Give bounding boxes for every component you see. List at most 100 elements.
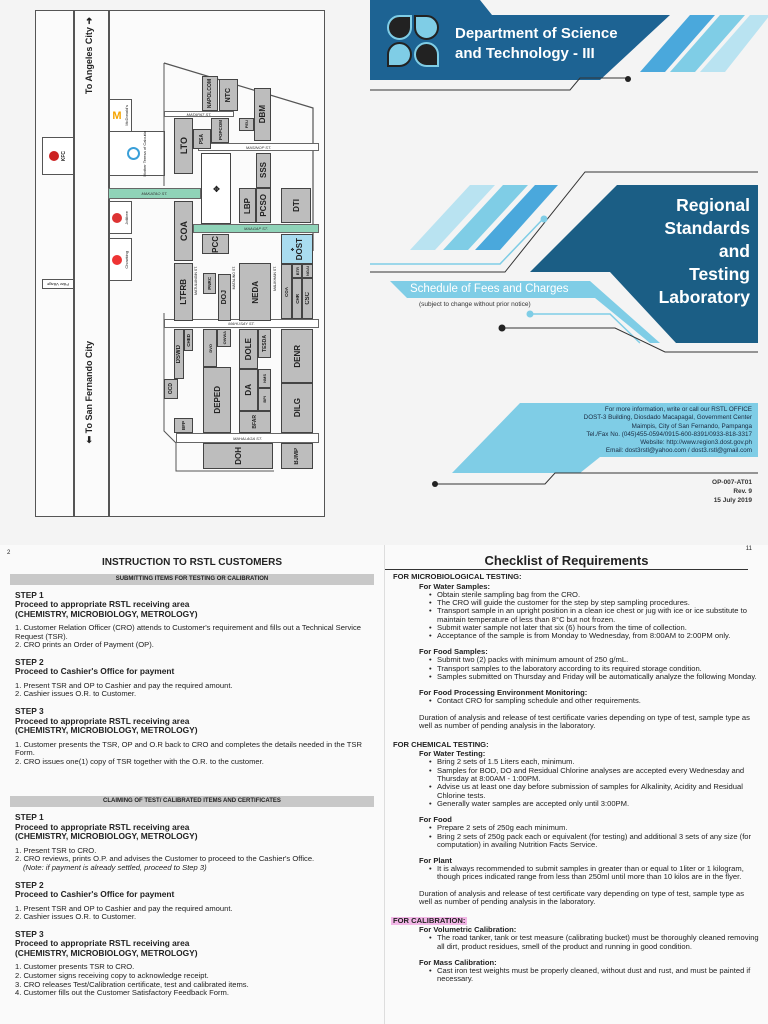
step-subtitle: (CHEMISTRY, MICROBIOLOGY, METROLOGY)	[15, 947, 198, 958]
section-note: Duration of analysis and release of test…	[419, 888, 745, 907]
subsection-title: For Food Processing Environment Monitori…	[419, 688, 588, 698]
step-title: Proceed to appropriate RSTL receiving ar…	[15, 821, 190, 832]
building-bfar: BFAR	[239, 411, 271, 433]
section-heading: SUBMITTING ITEMS FOR TESTING OR CALIBRAT…	[10, 573, 374, 585]
landmark-kfc: KFC	[42, 137, 74, 175]
section-heading: FOR CALIBRATION:	[391, 915, 468, 926]
bullet-list: Submit two (2) packs with minimum amount…	[429, 656, 768, 682]
building-lto: LTO	[174, 118, 193, 174]
step-items: 1. Present TSR to CRO.2. CRO reviews, pr…	[15, 845, 369, 873]
church-logo-icon	[127, 147, 140, 160]
building-tesda: TESDA	[258, 329, 271, 358]
bullet-item: Transport samples to the laboratory acco…	[429, 664, 768, 673]
building-bfp: BFP	[174, 418, 193, 433]
bullet-item: Advise us at least one day before submis…	[429, 783, 768, 800]
step-number: STEP 1	[15, 589, 44, 600]
building-dbm: DBM	[254, 88, 271, 141]
bullet-item: Samples for BOD, DO and Residual Chlorin…	[429, 766, 768, 784]
building-napolcom: NAPOLCOM	[202, 76, 218, 111]
building-dswd: DSWD	[174, 329, 184, 379]
mcdonalds-logo-icon: M	[112, 109, 122, 122]
step-item: 2. CRO issues one(1) copy of TSR togethe…	[15, 756, 264, 766]
step-title: Proceed to appropriate RSTL receiving ar…	[15, 938, 190, 949]
building-owwa: OWWA	[217, 329, 231, 347]
building-psa: PSA	[193, 129, 211, 149]
step-note: (Note: if payment is already settled, pr…	[23, 863, 207, 873]
subsection-title: For Plant	[419, 856, 452, 866]
step-number: STEP 3	[15, 928, 44, 939]
street-mahalaga: MAHALAGA ST.	[176, 433, 319, 443]
step-item: 3. CRO releases Test/Calibration certifi…	[15, 979, 249, 989]
bullet-item: Prepare 2 sets of 250g each minimum.	[429, 823, 768, 832]
step-item: 1. Present TSR and OP to Cashier and pay…	[15, 680, 233, 690]
building-peu: PEU	[239, 118, 254, 131]
step-subtitle: (CHEMISTRY, MICROBIOLOGY, METROLOGY)	[15, 725, 198, 736]
step-item: 2. Customer signs receiving copy to ackn…	[15, 970, 209, 980]
building-dole: DOLE	[239, 329, 258, 369]
bullet-list: The road tanker, tank or test measure (c…	[429, 934, 768, 951]
bullet-list: Prepare 2 sets of 250g each minimum.Brin…	[429, 823, 768, 849]
bullet-list: Contact CRO for sampling schedule and ot…	[429, 697, 768, 706]
step-items: 1. Customer presents TSR to CRO.2. Custo…	[15, 963, 369, 997]
building-popcom: POPCOM	[211, 118, 229, 143]
building-nms: NMS	[258, 369, 271, 388]
contact-info: For more information, write or call our …	[583, 406, 752, 455]
street-malikhain: MALIKHAIN ST.	[273, 266, 277, 291]
street-masinop: MASINOP ST.	[198, 143, 319, 151]
step-title: Proceed to appropriate RSTL receiving ar…	[15, 715, 190, 726]
building-pcc: PCC	[202, 234, 229, 254]
instruction-page: 2 INSTRUCTION TO RSTL CUSTOMERS SUBMITTI…	[0, 545, 384, 1024]
building-ocd: OCD	[164, 379, 178, 399]
bullet-item: Cast iron test weights must be properly …	[429, 967, 768, 984]
building-pcso: PCSO	[256, 188, 271, 223]
building-dost: ✤DOST	[281, 234, 313, 264]
step-title: Proceed to appropriate RSTL receiving ar…	[15, 599, 190, 610]
bullet-list: Obtain sterile sampling bag from the CRO…	[429, 590, 768, 641]
bullet-item: Acceptance of the sample is from Monday …	[429, 631, 768, 640]
building-ched: CHED	[184, 329, 193, 351]
page-number: 2	[7, 550, 11, 556]
plaza-park: ✥	[201, 153, 231, 224]
subsection-title: For Water Testing:	[419, 749, 486, 759]
step-item: 4. Customer fills out the Customer Satis…	[15, 988, 229, 998]
page-title: INSTRUCTION TO RSTL CUSTOMERS	[101, 557, 282, 568]
bullet-item: The road tanker, tank or test measure (c…	[429, 934, 768, 951]
step-number: STEP 2	[15, 879, 44, 890]
subsection-title: For Water Samples:	[419, 581, 491, 591]
building-da: DA	[239, 369, 258, 411]
street-matalino: MATALINO ST.	[232, 266, 236, 290]
building-pnrc: PNRC	[203, 273, 216, 294]
page-number: 11	[745, 546, 752, 552]
bullet-item: The CRO will guide the customer for the …	[429, 598, 768, 607]
building-doj: DOJ	[218, 274, 231, 321]
building-bpi: BPI	[258, 388, 271, 411]
step-items: 1. Present TSR and OP to Cashier and pay…	[15, 903, 369, 922]
building-coa-small: COA	[281, 264, 292, 319]
subsection-title: For Mass Calibration:	[419, 958, 497, 968]
step-item: 1. Present TSR and OP to Cashier and pay…	[15, 903, 233, 913]
building-dti: DTI	[281, 188, 311, 223]
step-item: 2. Cashier issues O.R. to Customer.	[15, 689, 137, 699]
bullet-list: It is always recommended to submit sampl…	[429, 865, 768, 882]
street-maagap: MAAGAP ST.	[193, 224, 319, 233]
building-deped: DEPED	[203, 367, 231, 433]
building-ngai: NGAI	[302, 264, 313, 278]
step-items: 1. Present TSR and OP to Cashier and pay…	[15, 680, 369, 699]
step-item: 1. Present TSR to CRO.	[15, 845, 97, 855]
landmark-jollibee: Jollibee	[109, 201, 132, 234]
step-item: 1. Customer Relation Officer (CRO) atten…	[15, 623, 361, 641]
step-items: 1. Customer Relation Officer (CRO) atten…	[15, 623, 369, 650]
chowking-logo-icon	[112, 254, 122, 265]
building-ntc: NTC	[219, 79, 238, 111]
building-neda: NEDA	[239, 263, 271, 321]
building-lbp: LBP	[239, 188, 256, 223]
building-ltfrb: LTFRB	[174, 263, 193, 321]
